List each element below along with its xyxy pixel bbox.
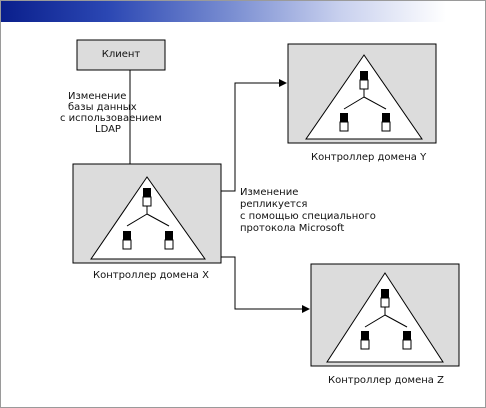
title-gradient-bar bbox=[1, 1, 485, 22]
replication-note-line-2: репликуется bbox=[240, 199, 308, 210]
controller-y-node bbox=[287, 43, 437, 144]
controller-z-node bbox=[310, 263, 460, 367]
client-box bbox=[76, 39, 166, 71]
client-label: Клиент bbox=[101, 49, 141, 60]
ldap-note-line-3: с использоваением bbox=[60, 113, 162, 124]
replication-note-line-3: с помощью специального bbox=[240, 211, 376, 222]
controller-x-label: Контроллер домена X bbox=[93, 270, 209, 281]
replication-note-line-1: Изменение bbox=[240, 187, 299, 198]
controller-y-label: Контроллер домена Y bbox=[311, 152, 427, 163]
replication-note-line-4: протокола Microsoft bbox=[240, 223, 345, 234]
ldap-note-line-1: Изменение bbox=[68, 91, 127, 102]
controller-z-label: Контроллер домена Z bbox=[328, 375, 444, 386]
controller-x-node bbox=[72, 163, 222, 264]
x-to-z-arrow bbox=[221, 256, 310, 313]
x-to-y-arrow bbox=[221, 79, 287, 192]
ldap-note-line-2: базы данных bbox=[68, 102, 137, 113]
ldap-note-line-4: LDAP bbox=[95, 124, 121, 135]
